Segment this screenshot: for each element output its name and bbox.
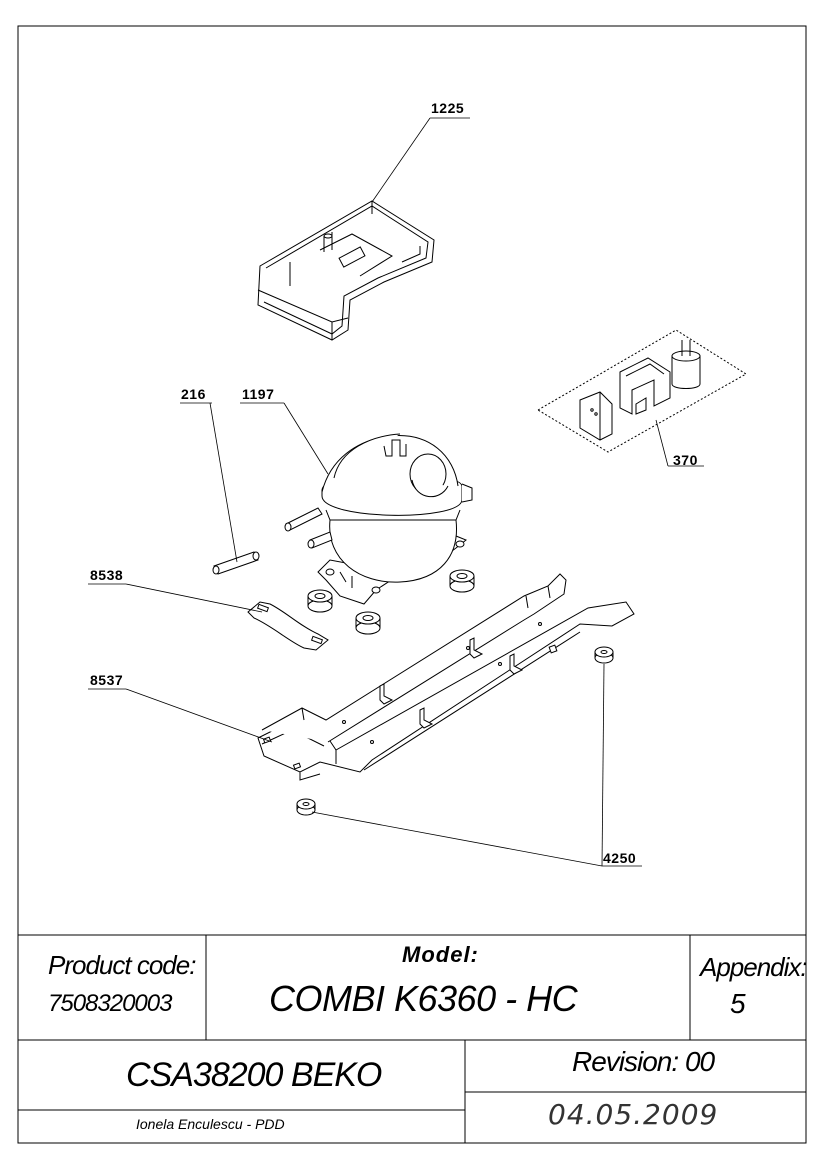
- callout-4250: 4250: [603, 850, 637, 866]
- callout-1225: 1225: [431, 100, 465, 116]
- leader-1197: [283, 402, 329, 475]
- compressor-grommets: [307, 569, 475, 635]
- product-code-value: 7508320003: [48, 990, 172, 1017]
- callout-8538: 8538: [90, 567, 124, 583]
- callout-370: 370: [673, 452, 698, 468]
- author-label: Ionela Enculescu - PDD: [136, 1116, 285, 1132]
- callout-1197: 1197: [242, 386, 275, 402]
- part-4250-feet: [296, 646, 614, 816]
- leader-8538: [125, 583, 263, 613]
- model-value: COMBI K6360 - HC: [269, 978, 578, 1019]
- revision-label: Revision: 00: [572, 1046, 715, 1077]
- leader-4250-a: [601, 663, 605, 867]
- part-8538-strip: [247, 601, 329, 651]
- leader-370: [655, 419, 669, 467]
- drawing-frame: [17, 25, 807, 1144]
- leader-4250-b: [311, 811, 603, 867]
- leader-1225: [371, 117, 431, 203]
- part-8537-base-rails: [257, 573, 635, 781]
- leader-8537: [125, 688, 273, 743]
- callout-8537: 8537: [90, 672, 124, 688]
- date-label: 04.05.2009: [548, 1098, 719, 1131]
- part-370-relay-kit: [537, 329, 747, 453]
- leader-216: [209, 402, 238, 563]
- callout-216: 216: [181, 386, 206, 402]
- title-block-grid: [18, 934, 806, 1143]
- part-1225-tray: [257, 200, 435, 341]
- model-label: Model:: [402, 942, 479, 967]
- part-1197-compressor: [284, 433, 473, 605]
- appendix-value: 5: [730, 988, 746, 1019]
- part-group-label: CSA38200 BEKO: [126, 1056, 382, 1094]
- product-code-label: Product code:: [48, 950, 196, 980]
- appendix-label: Appendix:: [700, 952, 808, 982]
- part-216-pin: [212, 551, 260, 575]
